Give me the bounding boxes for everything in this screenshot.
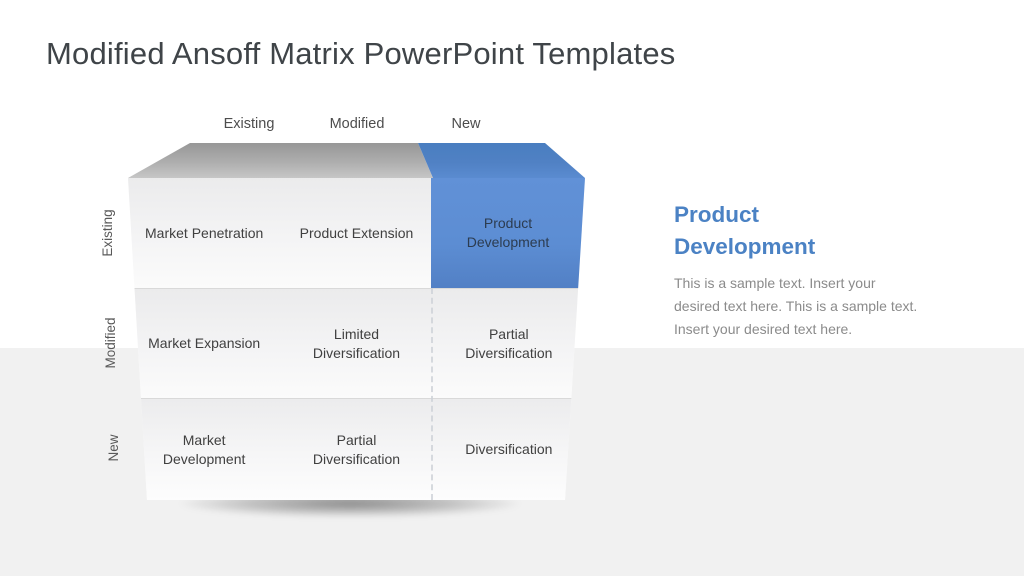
matrix-row-modified: Market Expansion Limited Diversification… xyxy=(128,289,585,399)
slide-title: Modified Ansoff Matrix PowerPoint Templa… xyxy=(46,36,676,71)
row-header-modified: Modified xyxy=(103,317,118,369)
ansoff-matrix: Market Penetration Product Extension Mar… xyxy=(128,178,585,500)
column-header-modified: Modified xyxy=(329,116,385,132)
cell-partial-diversification-1: Partial Diversification xyxy=(465,325,553,361)
cell-product-development-highlighted: Product Development xyxy=(431,178,585,288)
matrix-top-face xyxy=(128,143,585,178)
cell-product-extension: Product Extension xyxy=(299,224,414,241)
cell-limited-diversification: Limited Diversification xyxy=(312,325,401,361)
cell-market-penetration: Market Penetration xyxy=(145,224,264,241)
row-header-new: New xyxy=(106,434,121,462)
column-header-existing: Existing xyxy=(223,116,275,132)
row-header-existing: Existing xyxy=(100,209,115,257)
detail-panel-body: This is a sample text. Insert your desir… xyxy=(674,275,918,337)
cell-market-expansion: Market Expansion xyxy=(148,335,261,352)
cell-market-development: Market Development xyxy=(162,431,246,467)
matrix-row-new: Market Development Partial Diversificati… xyxy=(128,399,585,500)
cell-diversification: Diversification xyxy=(465,441,553,458)
cell-partial-diversification-2: Partial Diversification xyxy=(312,431,401,467)
new-column-dashed-divider xyxy=(431,288,433,500)
column-header-new: New xyxy=(451,116,481,132)
detail-panel-heading: Product Development xyxy=(674,202,816,259)
